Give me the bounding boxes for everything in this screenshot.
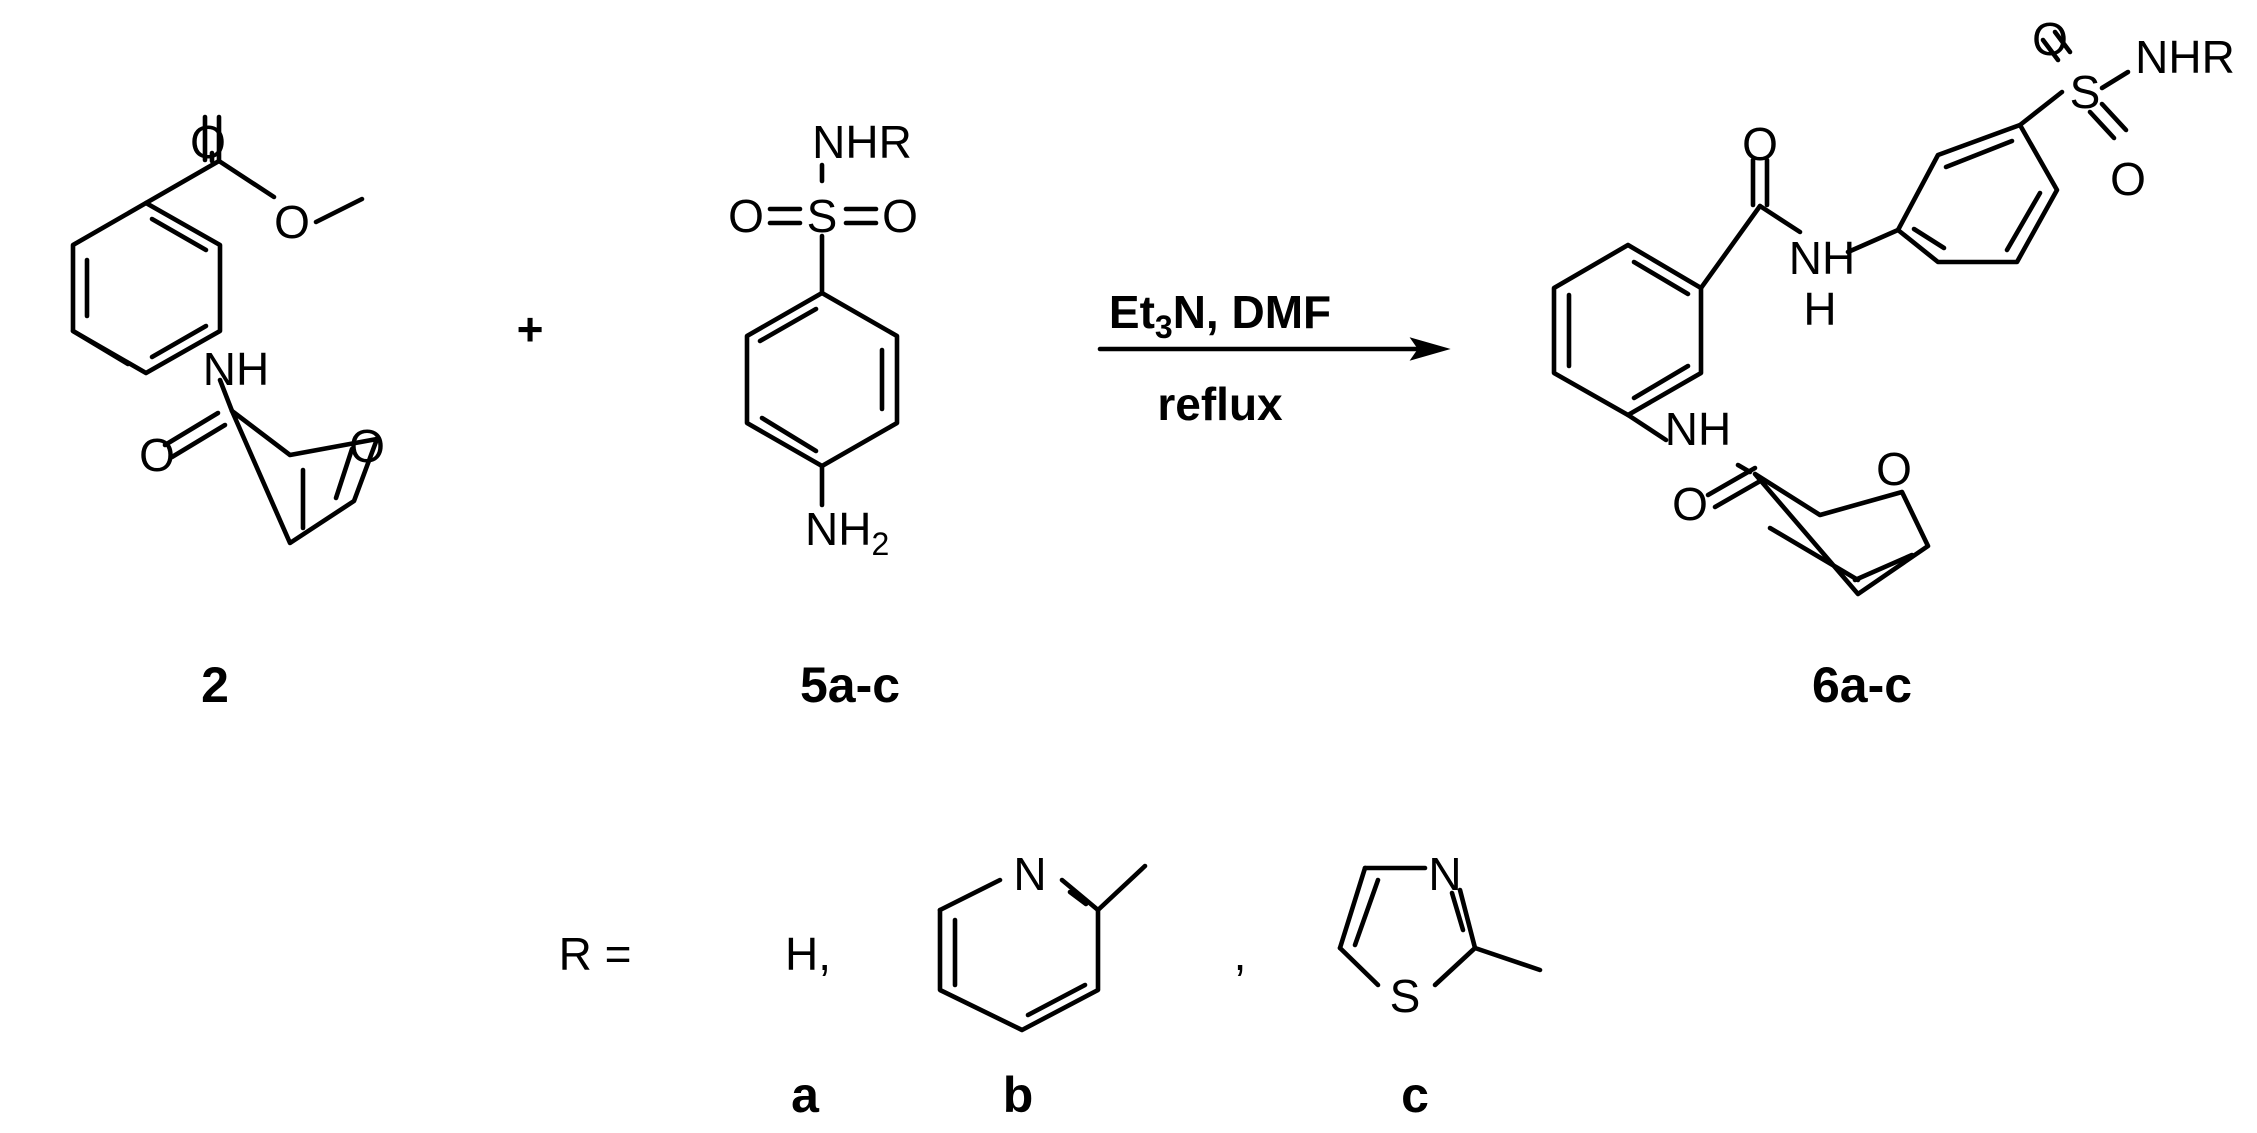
c6-amide-o: O [1672,478,1708,530]
separator-comma: , [1234,928,1247,980]
c6-amide-nh: NH [1789,232,1855,284]
c5-sulfur: S [807,190,838,242]
c2-carbonyl-o: O [190,116,226,168]
pyridine-structure [937,863,1148,1033]
thiazole-structure [1337,865,1543,988]
conditions-below: reflux [1157,378,1283,430]
substituent-label-a: a [791,1067,820,1123]
c6-amide-o-top: O [1742,118,1778,170]
c6-sulfonyl-o-bottom: O [2110,153,2146,205]
substituent-label-c: c [1401,1067,1429,1123]
pyridine-n: N [1013,848,1046,900]
r-equals: R = [559,928,632,980]
c5-nh2: NH2 [805,503,889,562]
conditions-above: Et3N, DMF [1109,286,1331,345]
c2-furan-o: O [349,420,385,472]
compound-5-label: 5a-c [800,657,900,713]
c6-amide-h: H [1803,283,1836,335]
c5-o-left: O [728,190,764,242]
reaction-arrow [1097,337,1451,361]
compound-5-structure [744,162,900,508]
compound-2-structure [70,114,380,546]
substituent-a-text: H, [785,928,831,980]
c5-o-right: O [882,190,918,242]
c6-nh: NH [1665,403,1731,455]
c5-nhr: NHR [812,116,912,168]
c2-nh: NH [203,343,269,395]
c2-ester-o: O [274,196,310,248]
c6-sulfur: S [2070,66,2101,118]
compound-6-structure [1551,29,2131,597]
c2-amide-o: O [139,429,175,481]
c6-furan-o: O [1876,443,1912,495]
c6-nhr: NHR [2135,31,2235,83]
compound-2-label: 2 [201,657,229,713]
c6-sulfonyl-o-top: O [2032,13,2068,65]
substituent-label-b: b [1003,1067,1034,1123]
plus-sign: + [517,303,544,355]
compound-6-label: 6a-c [1812,657,1912,713]
thiazole-s: S [1390,970,1421,1022]
thiazole-n: N [1428,848,1461,900]
